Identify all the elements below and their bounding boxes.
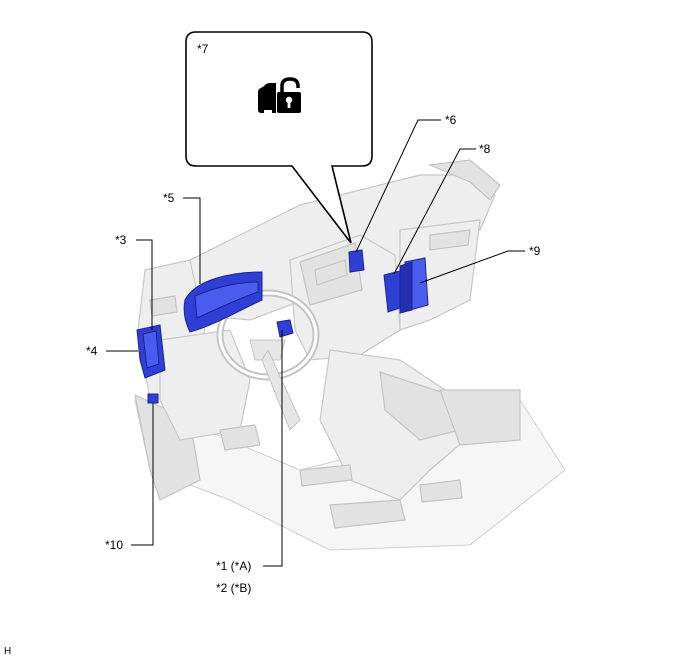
part-6-indicator [348,249,365,273]
leader-3 [136,239,153,330]
corner-mark: H [4,646,11,657]
label-7: *7 [197,42,209,56]
highlighted-components [136,249,429,404]
label-8: *8 [479,142,491,156]
part-1-2-switch [276,319,294,338]
vehicle-lock-indicator-icon [258,77,301,113]
leader-8 [393,148,476,275]
leader-10 [131,403,154,546]
part-10-connector [147,393,159,404]
leader-1 [263,330,283,567]
leader-9 [419,250,525,284]
leader-6 [355,119,441,253]
inset-callout-box [185,31,373,244]
label-3: *3 [115,233,127,247]
label-4: *4 [86,344,98,358]
label-5: *5 [163,191,175,205]
label-2: *2 (*B) [216,581,251,595]
leader-lines [106,119,525,567]
label-1: *1 (*A) [216,559,251,573]
label-6: *6 [445,113,457,127]
leader-5 [183,197,201,284]
label-9: *9 [529,244,541,258]
callout-labels: *7 *6 *8 *5 *3 *9 *4 *10 *1 (*A) *2 (*B)… [4,42,541,657]
label-10: *10 [105,538,123,552]
